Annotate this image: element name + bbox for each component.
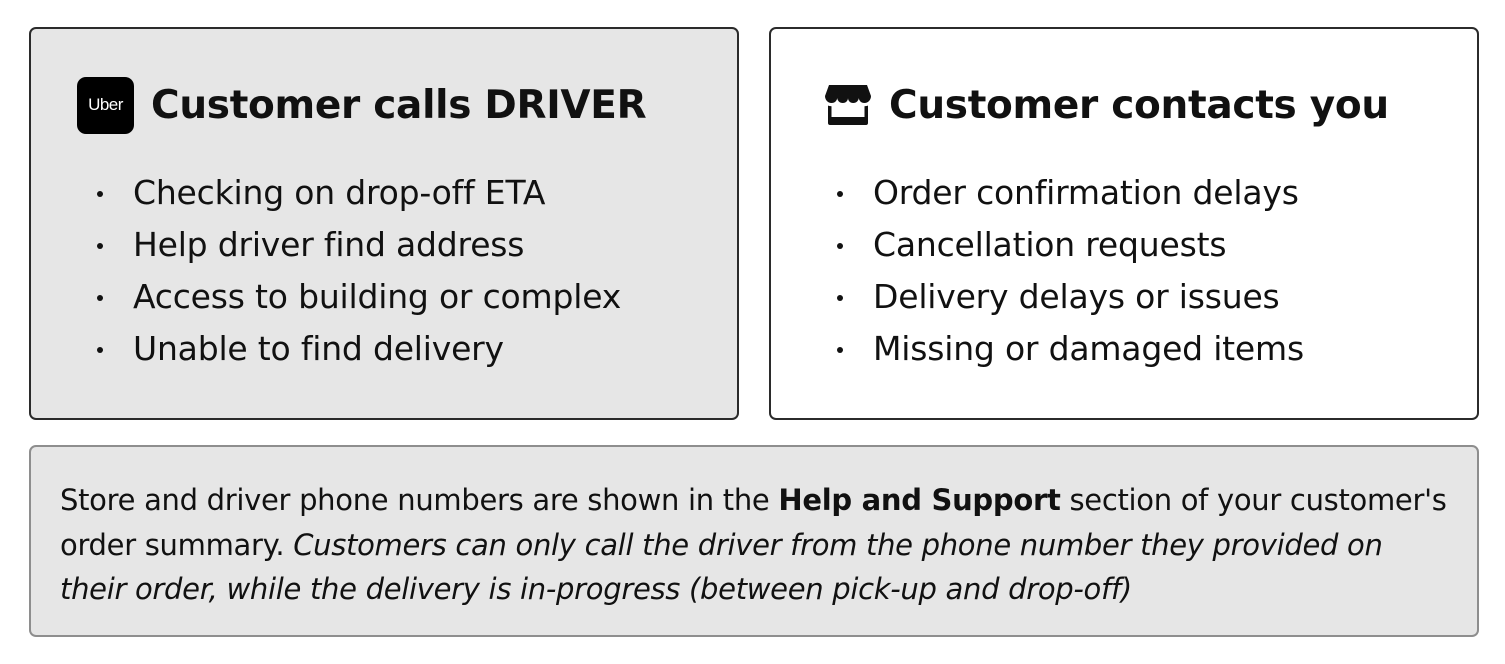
- store-card-header: Customer contacts you: [817, 75, 1389, 135]
- list-item: Cancellation requests: [831, 219, 1304, 271]
- store-icon: [825, 85, 871, 125]
- driver-card-title: Customer calls DRIVER: [151, 82, 647, 128]
- note-help-support-label: Help and Support: [778, 483, 1061, 517]
- list-item: Help driver find address: [91, 219, 621, 271]
- note-italic-text: Customers can only call the driver from …: [60, 527, 1383, 607]
- store-reasons-list: Order confirmation delays Cancellation r…: [831, 167, 1304, 375]
- info-note: Store and driver phone numbers are shown…: [29, 445, 1479, 637]
- list-item: Checking on drop-off ETA: [91, 167, 621, 219]
- note-text-after: section of your customer's order summary…: [60, 483, 1447, 562]
- note-text-before: Store and driver phone numbers are shown…: [60, 483, 779, 517]
- list-item: Missing or damaged items: [831, 323, 1304, 375]
- uber-logo-icon: Uber: [77, 76, 134, 134]
- driver-card: Uber Customer calls DRIVER Checking on d…: [29, 27, 739, 420]
- driver-card-header: Uber Customer calls DRIVER: [77, 75, 647, 135]
- list-item: Access to building or complex: [91, 271, 621, 323]
- list-item: Delivery delays or issues: [831, 271, 1304, 323]
- list-item: Unable to find delivery: [91, 323, 621, 375]
- list-item: Order confirmation delays: [831, 167, 1304, 219]
- driver-reasons-list: Checking on drop-off ETA Help driver fin…: [91, 167, 621, 375]
- uber-logo-text: Uber: [88, 95, 123, 114]
- store-card-title: Customer contacts you: [889, 82, 1389, 128]
- store-card: Customer contacts you Order confirmation…: [769, 27, 1479, 420]
